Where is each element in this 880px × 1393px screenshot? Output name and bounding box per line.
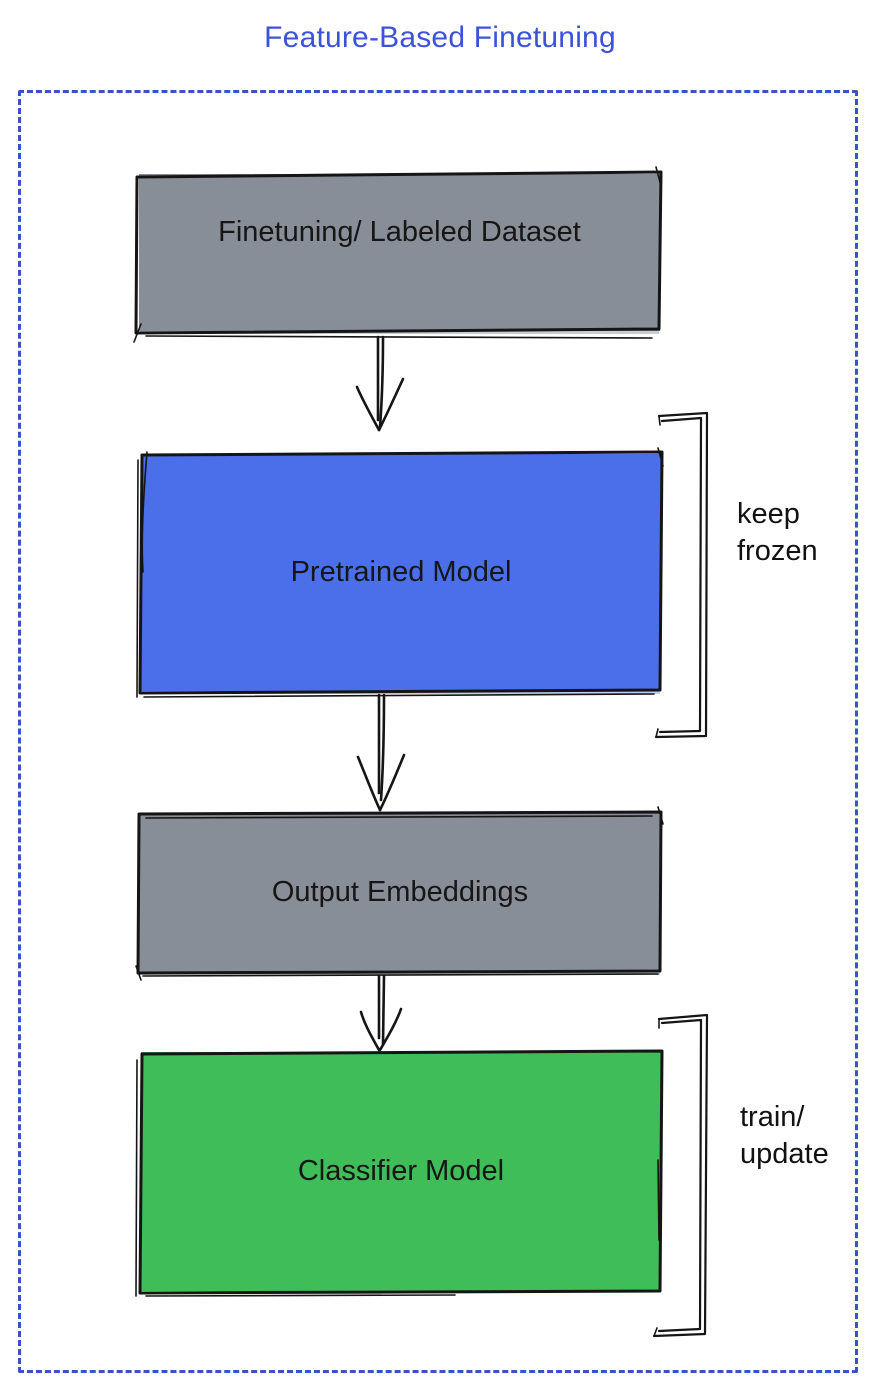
- annotation-train-update: train/ update: [740, 1101, 829, 1170]
- node-pretrained-model: Pretrained Model: [141, 454, 661, 691]
- node-finetuning-labeled-dataset: Finetuning/ Labeled Dataset: [139, 174, 660, 331]
- node-classifier-model: Classifier Model: [141, 1052, 661, 1291]
- annotation-keep-frozen: keep frozen: [737, 498, 818, 567]
- node-output-embeddings-label: Output Embeddings: [271, 876, 529, 908]
- node-finetuning-labeled-dataset-label: Finetuning/ Labeled Dataset: [218, 216, 581, 248]
- node-output-embeddings: Output Embeddings: [139, 813, 661, 972]
- node-pretrained-model-label: Pretrained Model: [290, 556, 512, 588]
- node-classifier-model-label: Classifier Model: [297, 1155, 505, 1187]
- diagram-title: Feature-Based Finetuning: [264, 21, 616, 54]
- dotted-boundary-frame: [18, 90, 858, 1373]
